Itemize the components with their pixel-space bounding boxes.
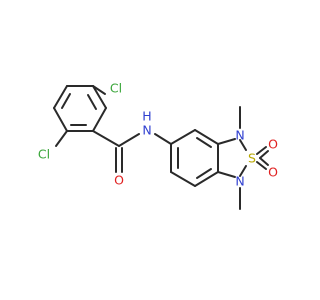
bond: [154, 133, 172, 145]
chlorine-atom-top: Cl: [110, 81, 122, 96]
carbonyl-oxygen-atom: O: [114, 173, 124, 188]
bond: [256, 161, 267, 170]
bond: [170, 129, 196, 145]
molecule-structure: Cl Cl O H N N N S O O: [38, 81, 278, 210]
bond: [170, 171, 196, 187]
bond: [194, 171, 219, 187]
bond: [217, 138, 236, 145]
bond: [239, 139, 247, 151]
bond: [92, 130, 120, 147]
amide-nitrogen-atom: N: [142, 123, 151, 138]
ring-nitrogen-atom-top: N: [235, 128, 244, 143]
bond: [61, 93, 71, 109]
amide-hydrogen-atom: H: [142, 109, 151, 124]
bond: [196, 137, 212, 148]
sulfonyl-oxygen-atom-bottom: O: [268, 165, 278, 180]
bond: [259, 150, 269, 159]
bond: [259, 157, 269, 166]
bond: [53, 85, 68, 109]
bond: [196, 168, 212, 179]
ring-nitrogen-atom-bottom: N: [235, 174, 244, 189]
bond: [92, 107, 107, 132]
bond: [55, 130, 68, 147]
atom-labels: Cl Cl O H N N N S O O: [38, 81, 278, 189]
bond: [92, 85, 106, 95]
bond: [217, 171, 236, 178]
chlorine-atom-left: Cl: [38, 147, 50, 162]
bond: [239, 165, 247, 177]
bond: [53, 107, 68, 132]
bond: [118, 133, 140, 147]
sulfur-atom: S: [248, 151, 256, 166]
structure-canvas: Cl Cl O H N N N S O O: [38, 81, 278, 210]
bond: [92, 85, 107, 109]
sulfonyl-oxygen-atom-top: O: [268, 137, 278, 152]
bond: [194, 129, 219, 145]
bond: [87, 94, 97, 110]
bond-layer: [53, 85, 269, 210]
bond: [256, 146, 267, 155]
